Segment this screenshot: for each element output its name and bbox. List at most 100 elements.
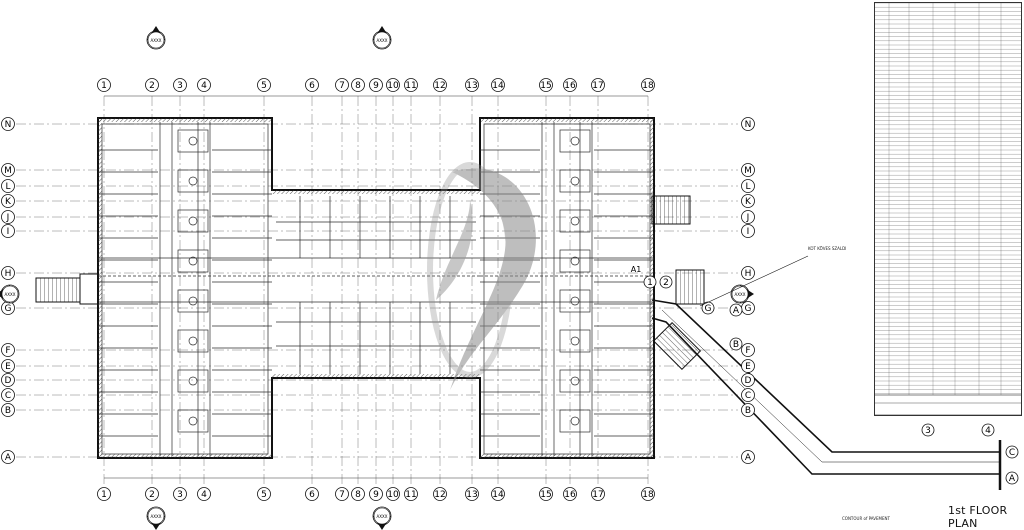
annotation-leader: KOT KÖVES SZALDI CONTOUR of PAVEMENT: [699, 246, 891, 521]
svg-text:3: 3: [925, 426, 931, 436]
section-marker: AXXX: [0, 284, 20, 304]
column-bubble-7: 7: [335, 78, 349, 92]
node-a1-label: A1: [631, 265, 642, 274]
bubble-label: E: [745, 362, 751, 372]
svg-text:G: G: [705, 304, 712, 314]
section-marker: AXXX: [146, 26, 166, 50]
walkway-bubble-a: A: [729, 303, 743, 317]
svg-text:A: A: [733, 306, 740, 316]
svg-text:1: 1: [647, 278, 653, 288]
bubble-label: 13: [466, 490, 477, 500]
section-marker-label: AXXX: [151, 514, 162, 519]
column-bubble-11: 11: [404, 487, 418, 501]
bubble-label: 3: [177, 490, 183, 500]
section-marker-label: AXXX: [151, 38, 162, 43]
column-bubble-9: 9: [369, 78, 383, 92]
walkway-bubble-g: G: [701, 301, 715, 315]
bubble-label: M: [744, 166, 752, 176]
bubble-label: L: [745, 182, 750, 192]
bubble-label: 14: [492, 490, 504, 500]
bubble-label: 6: [309, 490, 315, 500]
bubble-label: 2: [149, 490, 155, 500]
row-bubble-A: A: [741, 450, 755, 464]
column-bubble-4: 4: [197, 487, 211, 501]
bubble-label: 10: [387, 490, 399, 500]
svg-text:C: C: [1009, 448, 1015, 458]
bubble-label: 12: [434, 81, 445, 91]
column-bubble-17: 17: [591, 487, 605, 501]
row-bubble-J: J: [741, 210, 755, 224]
bubble-label: 7: [339, 490, 345, 500]
column-bubble-1: 1: [97, 78, 111, 92]
walkway-bubbles: A B C A G 1 2 3: [631, 265, 1019, 485]
column-bubble-10: 10: [386, 78, 400, 92]
bubble-label: 16: [564, 490, 576, 500]
bubble-label: A: [745, 453, 752, 463]
svg-text:2: 2: [663, 278, 669, 288]
section-marker: AXXX: [372, 26, 392, 50]
bubble-label: 1: [101, 81, 107, 91]
section-marker: AXXX: [730, 284, 754, 304]
column-bubble-15: 15: [539, 78, 553, 92]
section-marker-label: AXXX: [377, 514, 388, 519]
section-marker-label: AXXX: [5, 292, 16, 297]
bubble-label: 5: [261, 490, 267, 500]
column-bubble-16: 16: [563, 78, 577, 92]
bubble-label: 9: [373, 81, 379, 91]
bubble-label: N: [745, 120, 752, 130]
row-bubble-D: D: [741, 373, 755, 387]
drawing-title: 1st FLOOR PLAN: [948, 504, 1008, 530]
walkway-bubble-1: 1: [643, 275, 657, 289]
walkway-bubble-c: C: [1005, 445, 1019, 459]
bubble-label: 17: [592, 81, 603, 91]
column-bubble-6: 6: [305, 487, 319, 501]
row-bubble-I: I: [741, 224, 755, 238]
row-bubble-H: H: [1, 266, 15, 280]
bubble-label: J: [746, 213, 750, 223]
column-bubble-3: 3: [173, 78, 187, 92]
row-bubble-F: F: [741, 343, 755, 357]
row-bubble-N: N: [1, 117, 15, 131]
bubble-label: H: [745, 269, 752, 279]
svg-text:A: A: [1009, 474, 1016, 484]
bubble-label: 14: [492, 81, 504, 91]
external-stairs: [35, 195, 705, 305]
row-bubble-A: A: [1, 450, 15, 464]
column-bubble-3: 3: [173, 487, 187, 501]
bubble-label: K: [745, 197, 752, 207]
column-bubble-15: 15: [539, 487, 553, 501]
svg-text:A1: A1: [631, 265, 642, 274]
column-bubble-7: 7: [335, 487, 349, 501]
section-marker-label: AXXX: [377, 38, 388, 43]
bubble-label: 6: [309, 81, 315, 91]
svg-text:4: 4: [985, 426, 991, 436]
bubble-label: 2: [149, 81, 155, 91]
walkway-bubble-2: 2: [659, 275, 673, 289]
bubble-label: 12: [434, 490, 445, 500]
section-markers: AXXX AXXX AXXX AXXX AXXX AXXX: [0, 26, 754, 530]
row-bubble-L: L: [1, 179, 15, 193]
bubble-label: 4: [201, 81, 207, 91]
room-schedule-table: [874, 2, 1022, 416]
bubble-label: B: [5, 406, 11, 416]
bubble-label: 7: [339, 81, 345, 91]
bubble-label: C: [5, 391, 11, 401]
section-marker-label: AXXX: [735, 292, 746, 297]
bubble-label: 13: [466, 81, 477, 91]
column-bubble-13: 13: [465, 78, 479, 92]
column-bubble-18: 18: [641, 78, 655, 92]
bubble-label: F: [5, 346, 10, 356]
column-bubble-17: 17: [591, 78, 605, 92]
bubble-label: 9: [373, 490, 379, 500]
column-bubble-12: 12: [433, 487, 447, 501]
bubble-label: 11: [405, 81, 416, 91]
bubble-label: C: [745, 391, 751, 401]
bubble-label: 15: [540, 490, 551, 500]
row-bubble-D: D: [1, 373, 15, 387]
bubble-label: 8: [355, 81, 361, 91]
walkway-bubble-a2: A: [1005, 471, 1019, 485]
row-bubble-E: E: [741, 359, 755, 373]
row-bubble-K: K: [1, 194, 15, 208]
column-bubble-5: 5: [257, 487, 271, 501]
